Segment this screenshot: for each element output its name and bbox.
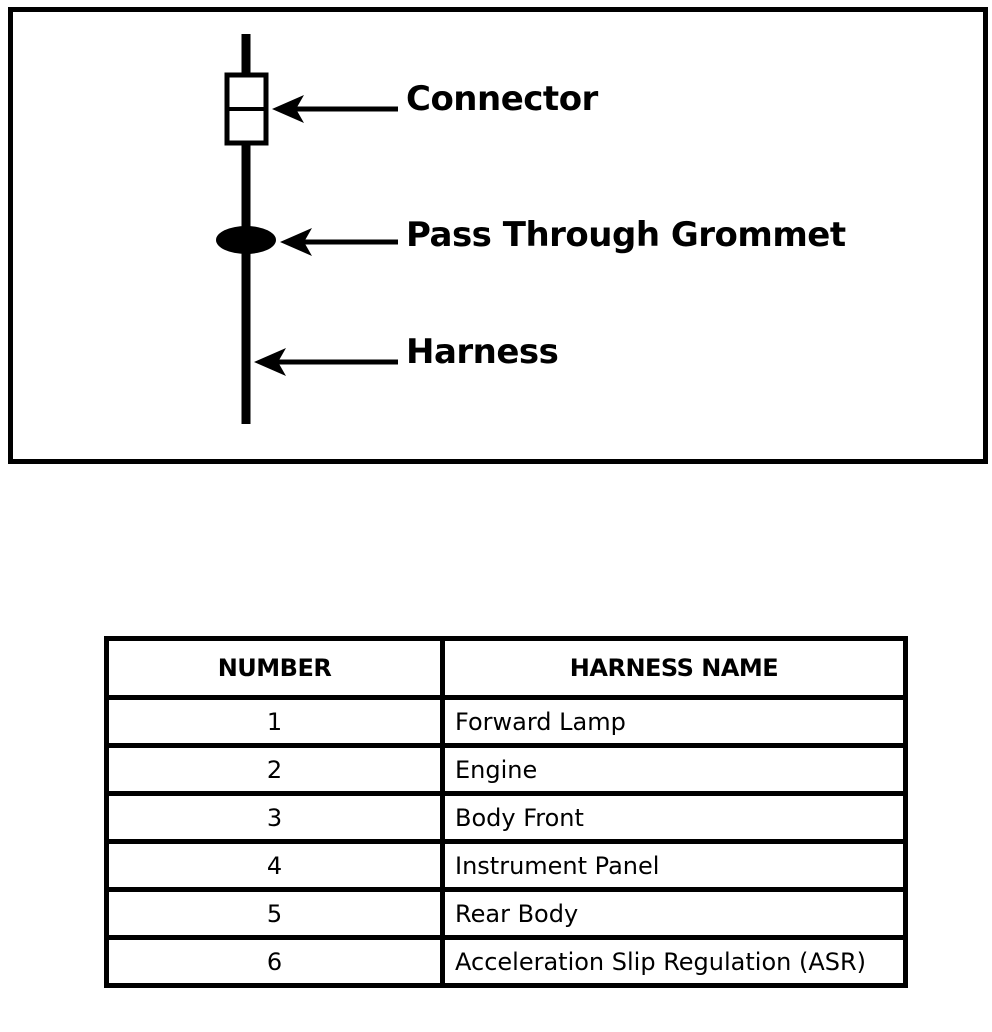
row-number: 1 xyxy=(104,695,445,748)
legend-diagram xyxy=(216,34,398,424)
table-header-row: NUMBER HARNESS NAME xyxy=(104,636,908,700)
table-row: 6 Acceleration Slip Regulation (ASR) xyxy=(104,935,908,988)
table-row: 3 Body Front xyxy=(104,791,908,844)
row-number: 6 xyxy=(104,935,445,988)
connector-arrow xyxy=(272,95,398,123)
row-harness-name: Body Front xyxy=(440,791,908,844)
connector-symbol xyxy=(224,72,269,146)
table-row: 1 Forward Lamp xyxy=(104,695,908,748)
row-harness-name: Engine xyxy=(440,743,908,796)
grommet-label: Pass Through Grommet xyxy=(406,215,846,255)
grommet-arrow xyxy=(280,228,398,256)
row-harness-name: Instrument Panel xyxy=(440,839,908,892)
table-row: 4 Instrument Panel xyxy=(104,839,908,892)
row-harness-name: Rear Body xyxy=(440,887,908,940)
harness-arrow xyxy=(254,348,398,376)
connector-label: Connector xyxy=(406,79,598,119)
row-harness-name: Forward Lamp xyxy=(440,695,908,748)
row-number: 5 xyxy=(104,887,445,940)
symbol-legend-box xyxy=(8,7,988,464)
row-harness-name: Acceleration Slip Regulation (ASR) xyxy=(440,935,908,988)
column-header-harness-name: HARNESS NAME xyxy=(440,636,908,700)
table-row: 2 Engine xyxy=(104,743,908,796)
row-number: 2 xyxy=(104,743,445,796)
column-header-number: NUMBER xyxy=(104,636,445,700)
table-row: 5 Rear Body xyxy=(104,887,908,940)
row-number: 4 xyxy=(104,839,445,892)
row-number: 3 xyxy=(104,791,445,844)
grommet-symbol xyxy=(216,226,276,254)
harness-table: NUMBER HARNESS NAME 1 Forward Lamp 2 Eng… xyxy=(104,636,908,988)
harness-label: Harness xyxy=(406,332,559,372)
